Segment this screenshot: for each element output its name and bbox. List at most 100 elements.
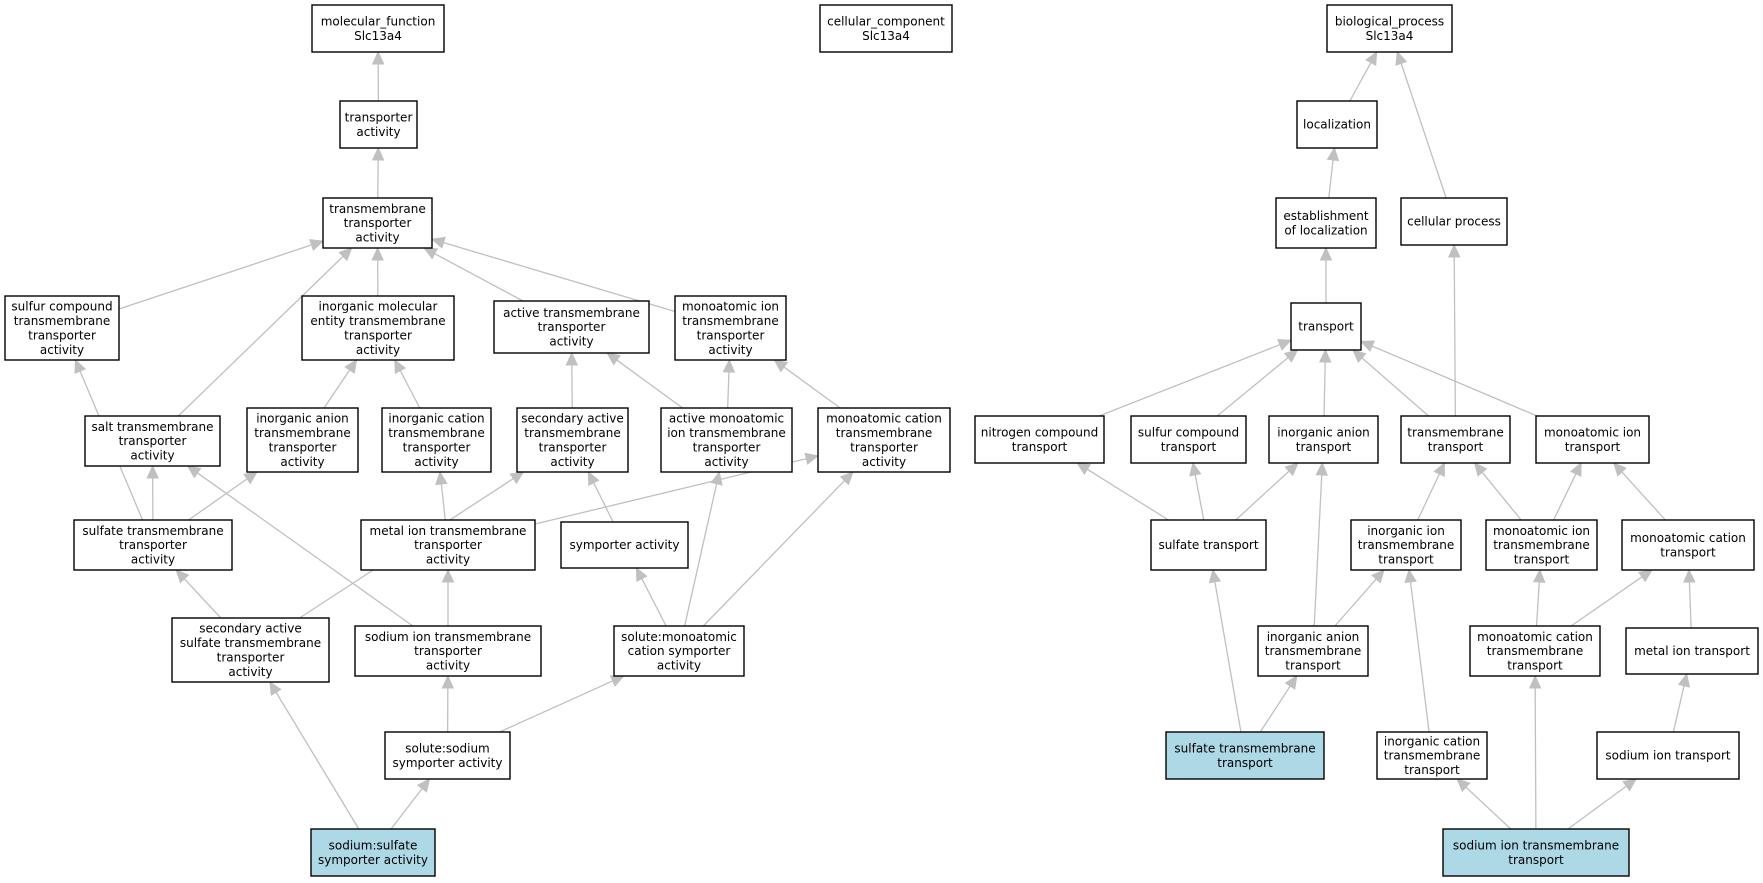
- term-box: [1275, 197, 1377, 249]
- arrowhead-icon: [1315, 461, 1328, 476]
- term-label-line: transporter: [269, 440, 337, 454]
- term-label-line: activity: [862, 455, 906, 469]
- term-label-line: biological_process: [1335, 15, 1444, 29]
- arrowhead-icon: [1528, 674, 1542, 689]
- arrowhead-icon: [338, 247, 353, 262]
- term-label-line: transport: [1508, 853, 1564, 867]
- term-label-line: transmembrane: [1493, 538, 1590, 552]
- go-term-localization[interactable]: localization: [1296, 100, 1378, 149]
- go-term-metal-ion-tm[interactable]: metal ion transmembranetransporteractivi…: [360, 519, 536, 571]
- edge-monoion_transport-to-transport: [1359, 340, 1538, 417]
- go-term-sodium-ion-tm-act[interactable]: sodium ion transmembranetransporteractiv…: [354, 625, 542, 677]
- arrowhead-icon: [839, 471, 854, 486]
- go-term-symporter[interactable]: symporter activity: [560, 521, 689, 569]
- go-term-sodium-ion-transport[interactable]: sodium ion transport: [1596, 731, 1740, 780]
- term-label-line: sulfate transmembrane: [82, 524, 223, 538]
- edge-monocation_tm_transport-to-monoion_tm_transport: [1532, 568, 1546, 627]
- go-term-sulfur-tm[interactable]: sulfur compoundtransmembranetransportera…: [4, 295, 120, 361]
- arrowhead-icon: [394, 358, 407, 374]
- edge-line: [399, 370, 421, 409]
- term-label-line: transport: [1378, 553, 1434, 567]
- arrowhead-icon: [1638, 569, 1653, 583]
- term-label-line: transmembrane: [329, 202, 426, 216]
- go-term-inorg-anion-tm[interactable]: inorganic aniontransmembranetransportera…: [246, 407, 359, 473]
- edge-line: [683, 483, 718, 627]
- term-box: [1290, 302, 1362, 351]
- term-box: [1150, 519, 1267, 571]
- term-label-line: activity: [657, 659, 701, 673]
- edge-line: [702, 480, 846, 627]
- arrowhead-icon: [175, 569, 190, 584]
- arrowhead-icon: [1283, 349, 1299, 363]
- edge-line: [443, 242, 676, 313]
- edge-line: [783, 366, 841, 409]
- arrowhead-icon: [416, 778, 431, 793]
- edge-inorg_cation_tm-to-inorg_mol_tm: [394, 358, 421, 409]
- arrowhead-icon: [1570, 461, 1582, 477]
- edge-line: [1194, 474, 1205, 521]
- go-term-sec-active-tm[interactable]: secondary activetransmembranetransporter…: [516, 407, 629, 473]
- term-label-line: inorganic anion: [1267, 630, 1360, 644]
- term-box: [1400, 415, 1511, 464]
- go-term-metal-ion-transport[interactable]: metal ion transport: [1625, 627, 1759, 675]
- term-box: [1625, 627, 1759, 675]
- term-box: [246, 407, 359, 473]
- term-label-line: cellular_component: [827, 15, 945, 29]
- edge-line: [1534, 687, 1537, 830]
- edge-sulfate_tm-to-inorg_anion_tm: [188, 471, 258, 521]
- go-term-monocation-tm[interactable]: monoatomic cationtransmembranetransporte…: [817, 407, 951, 473]
- term-label-line: transmembrane: [1407, 426, 1504, 440]
- term-box: [1442, 828, 1630, 877]
- edge-sodium_sulfate_sym-to-solute_sodium_sym: [390, 778, 431, 830]
- go-term-monoion-tm[interactable]: monoatomic iontransmembranetransporterac…: [674, 295, 787, 361]
- term-label-line: transport: [1428, 440, 1484, 454]
- go-term-cellular-process[interactable]: cellular process: [1400, 197, 1508, 246]
- edge-sulfate_tm-to-salt_tm: [146, 464, 159, 521]
- term-label-line: sodium ion transport: [1605, 749, 1730, 763]
- edge-tm_transporter-to-transporter_activity: [371, 146, 385, 199]
- term-label-line: salt transmembrane: [92, 420, 214, 434]
- go-term-inorg-cation-tm[interactable]: inorganic cationtransmembranetransporter…: [381, 407, 492, 473]
- term-label-line: monoatomic ion: [1493, 524, 1590, 538]
- term-box: [1257, 625, 1369, 677]
- edge-active_monoion_tm-to-active_tm: [606, 352, 683, 409]
- edge-line: [1371, 345, 1538, 417]
- go-term-sulfate-transport[interactable]: sulfate transport: [1150, 519, 1267, 571]
- term-label-line: sulfur compound: [1138, 426, 1239, 440]
- arrowhead-icon: [804, 452, 820, 465]
- term-label-line: inorganic anion: [256, 412, 349, 426]
- edge-sodium_ion_tm_act-to-salt_tm: [186, 465, 414, 627]
- edge-line: [1214, 581, 1242, 733]
- term-box: [1621, 519, 1755, 571]
- edge-line: [1098, 344, 1281, 417]
- go-term-transport[interactable]: transport: [1290, 302, 1362, 351]
